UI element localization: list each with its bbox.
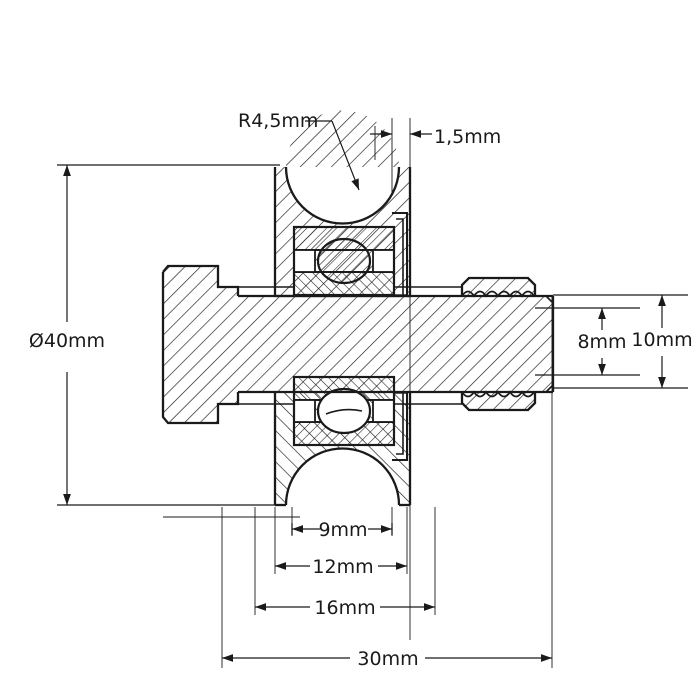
label-groove-width: 9mm (318, 519, 367, 541)
dimension-outer-diameter (57, 164, 280, 506)
label-flange-thickness: 1,5mm (434, 126, 501, 148)
label-bore-large: 10mm (631, 329, 692, 351)
ball-bearing-upper (292, 225, 396, 297)
label-groove-radius: R4,5mm (238, 110, 318, 132)
label-bore-small: 8mm (577, 331, 626, 353)
label-overall-length: 30mm (357, 648, 418, 670)
dimension-bore-large (553, 294, 688, 389)
nut-upper (460, 276, 537, 296)
bolt-shaft (238, 294, 555, 394)
label-outer-diameter: Ø40mm (29, 330, 105, 352)
dimension-bore-small (535, 307, 640, 376)
nut-lower (460, 392, 537, 412)
construction-lines (374, 118, 411, 640)
dimension-groove-radius-leader (305, 120, 360, 191)
dimension-extension-lines (163, 296, 553, 668)
label-pulley-width: 16mm (314, 597, 375, 619)
bolt-head-flange (161, 264, 240, 425)
dimension-groove-width (291, 523, 393, 535)
pulley-inner-lip-lower (392, 392, 408, 461)
label-pulley-inner-width: 12mm (312, 556, 373, 578)
pulley-inner-lip-upper (392, 212, 408, 296)
spacer-steps (238, 286, 462, 405)
